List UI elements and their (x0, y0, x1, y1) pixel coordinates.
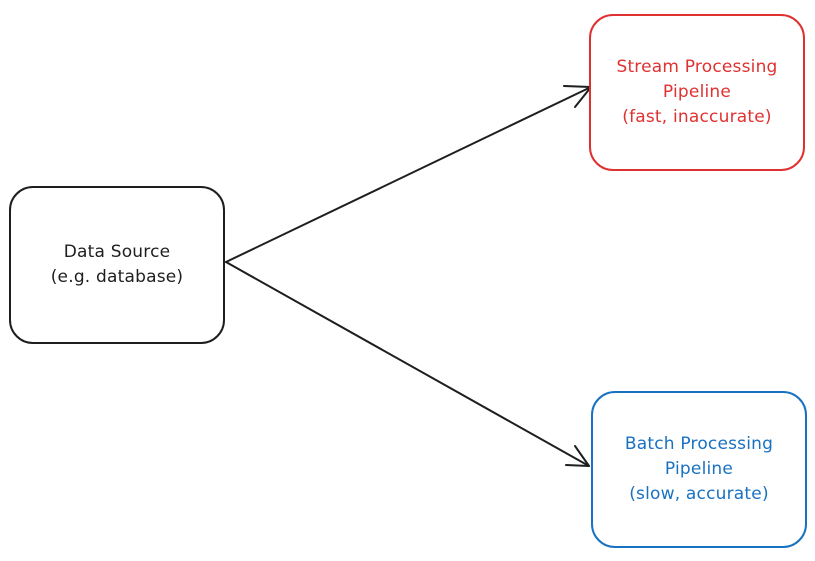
node-batch-processing-title: Batch Processing (624, 434, 774, 454)
node-data-source[interactable]: Data Source (e.g. database) (9, 186, 225, 344)
node-batch-processing-note: (slow, accurate) (629, 484, 769, 504)
node-batch-processing[interactable]: Batch Processing Pipeline (slow, accurat… (591, 391, 807, 548)
arrowhead-batch-icon (565, 445, 590, 467)
edge-source-to-stream-line (225, 86, 592, 263)
node-batch-processing-subtitle: Pipeline (664, 459, 734, 479)
node-data-source-subtitle: (e.g. database) (50, 267, 184, 287)
edge-source-to-batch[interactable] (225, 261, 590, 467)
node-stream-processing-title: Stream Processing (616, 57, 778, 77)
arrowhead-stream-icon (563, 85, 592, 108)
node-stream-processing[interactable]: Stream Processing Pipeline (fast, inaccu… (589, 14, 805, 171)
edge-source-to-batch-line (225, 261, 590, 467)
node-stream-processing-note: (fast, inaccurate) (622, 107, 772, 127)
node-data-source-title: Data Source (63, 242, 171, 262)
node-stream-processing-subtitle: Pipeline (662, 82, 732, 102)
edge-source-to-stream[interactable] (225, 85, 592, 263)
